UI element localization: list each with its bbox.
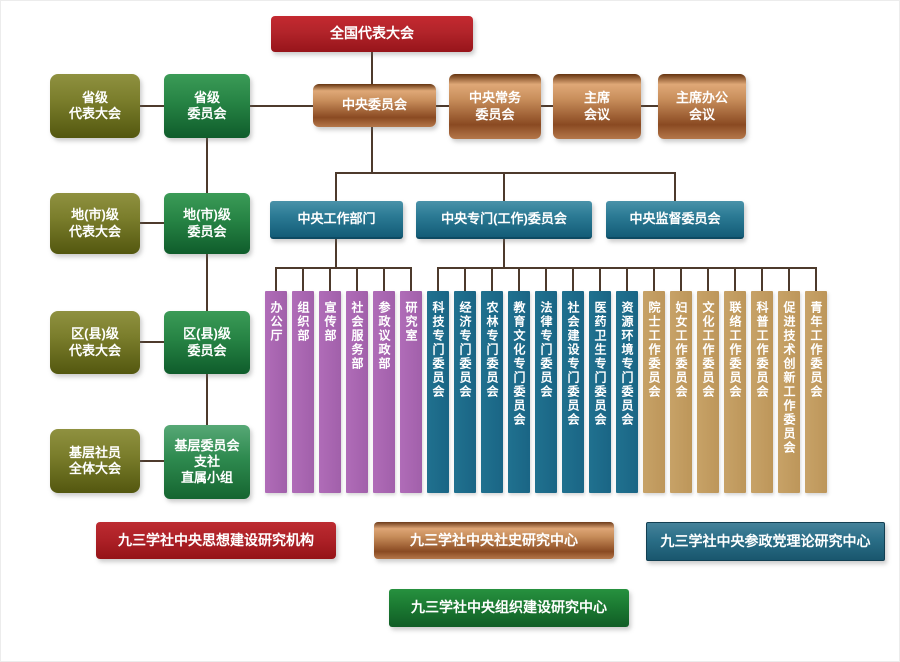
special-committee-item: 资源环境专门委员会 — [616, 267, 638, 493]
work-department-item: 宣传部 — [319, 267, 341, 493]
work-committee-label: 联络工作委员会 — [728, 301, 742, 399]
node-county-congress: 区(县)级 代表大会 — [50, 311, 140, 374]
special-committee-item: 科技专门委员会 — [427, 267, 449, 493]
node-provincial-congress: 省级 代表大会 — [50, 74, 140, 138]
work-department-item: 社会服务部 — [346, 267, 368, 493]
connector-line — [674, 172, 676, 202]
work-department-label: 社会服务部 — [350, 301, 364, 371]
work-committee-label: 科普工作委员会 — [755, 301, 769, 399]
work-committee-label: 青年工作委员会 — [809, 301, 823, 399]
special-committee-item: 经济专门委员会 — [454, 267, 476, 493]
work-department-label: 组织部 — [296, 301, 310, 343]
connector-line — [641, 105, 658, 107]
connector-line — [140, 105, 164, 107]
research-party-theory: 九三学社中央参政党理论研究中心 — [646, 522, 885, 561]
work-department-item: 办公厅 — [265, 267, 287, 493]
special-committee-label: 资源环境专门委员会 — [620, 301, 634, 427]
node-grassroots-committee: 基层委员会 支社 直属小组 — [164, 425, 250, 499]
node-central-work-departments: 中央工作部门 — [270, 201, 403, 239]
connector-line — [371, 51, 373, 85]
special-committee-label: 社会建设专门委员会 — [566, 301, 580, 427]
work-committee-label: 妇女工作委员会 — [674, 301, 688, 399]
connector-line — [335, 172, 337, 202]
connector-line — [250, 105, 313, 107]
node-county-committee: 区(县)级 委员会 — [164, 311, 250, 374]
special-committee-item: 农林专门委员会 — [481, 267, 503, 493]
connector-line — [140, 460, 166, 462]
work-committee-item: 促进技术创新工作委员会 — [778, 267, 800, 493]
research-thought-building: 九三学社中央思想建设研究机构 — [96, 522, 336, 559]
special-committee-item: 社会建设专门委员会 — [562, 267, 584, 493]
work-committee-item: 科普工作委员会 — [751, 267, 773, 493]
special-committee-label: 农林专门委员会 — [485, 301, 499, 399]
connector-line — [335, 172, 676, 174]
special-committee-label: 法律专门委员会 — [539, 301, 553, 399]
node-provincial-committee: 省级 委员会 — [164, 74, 250, 138]
work-committee-item: 院士工作委员会 — [643, 267, 665, 493]
research-org-building: 九三学社中央组织建设研究中心 — [389, 589, 629, 627]
work-department-label: 参政议政部 — [377, 301, 391, 371]
special-committee-item: 教育文化专门委员会 — [508, 267, 530, 493]
node-grassroots-member-assembly: 基层社员 全体大会 — [50, 429, 140, 493]
node-central-supervision-committee: 中央监督委员会 — [606, 201, 744, 239]
work-department-label: 研究室 — [404, 301, 418, 343]
node-prefectural-congress: 地(市)级 代表大会 — [50, 193, 140, 254]
node-prefectural-committee: 地(市)级 委员会 — [164, 193, 250, 254]
connector-line — [206, 253, 208, 312]
work-committee-label: 促进技术创新工作委员会 — [782, 301, 796, 455]
special-committee-label: 经济专门委员会 — [458, 301, 472, 399]
special-committee-item: 法律专门委员会 — [535, 267, 557, 493]
node-national-congress: 全国代表大会 — [271, 16, 473, 52]
node-central-standing-committee: 中央常务 委员会 — [449, 74, 541, 139]
work-committee-label: 文化工作委员会 — [701, 301, 715, 399]
connector-line — [140, 341, 166, 343]
connector-line — [503, 238, 505, 268]
work-committee-label: 院士工作委员会 — [647, 301, 661, 399]
work-department-item: 组织部 — [292, 267, 314, 493]
work-department-label: 办公厅 — [269, 301, 283, 343]
connector-line — [206, 373, 208, 426]
connector-line — [436, 105, 449, 107]
node-central-special-work-committees: 中央专门(工作)委员会 — [416, 201, 592, 239]
work-committee-item: 文化工作委员会 — [697, 267, 719, 493]
work-committee-item: 青年工作委员会 — [805, 267, 827, 493]
work-committee-item: 妇女工作委员会 — [670, 267, 692, 493]
node-chairman-office-meeting: 主席办公 会议 — [658, 74, 746, 139]
connector-line — [140, 222, 166, 224]
special-committee-item: 医药卫生专门委员会 — [589, 267, 611, 493]
special-committee-label: 科技专门委员会 — [431, 301, 445, 399]
connector-line — [206, 138, 208, 194]
node-central-committee: 中央委员会 — [313, 84, 436, 127]
work-department-item: 研究室 — [400, 267, 422, 493]
work-department-item: 参政议政部 — [373, 267, 395, 493]
connector-line — [335, 238, 337, 268]
connector-line — [503, 172, 505, 202]
special-committee-label: 医药卫生专门委员会 — [593, 301, 607, 427]
research-society-history: 九三学社中央社史研究中心 — [374, 522, 614, 559]
connector-line — [541, 105, 553, 107]
node-chairman-meeting: 主席 会议 — [553, 74, 641, 139]
connector-line — [371, 127, 373, 173]
work-department-label: 宣传部 — [323, 301, 337, 343]
connector-line — [275, 267, 412, 269]
work-committee-item: 联络工作委员会 — [724, 267, 746, 493]
special-committee-label: 教育文化专门委员会 — [512, 301, 526, 427]
